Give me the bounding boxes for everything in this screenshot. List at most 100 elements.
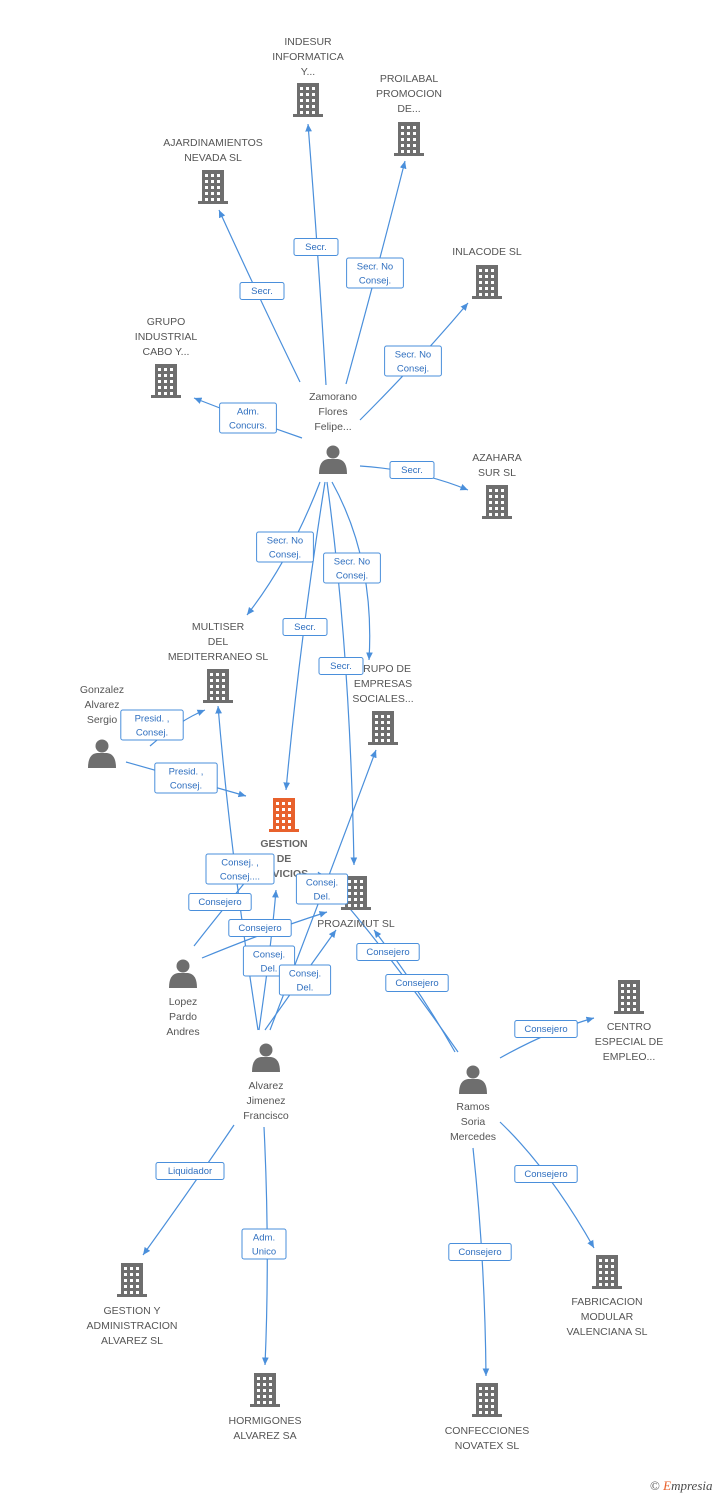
edge-label-box [356,943,420,961]
edge-label-text: Consejero [524,1024,567,1035]
edge-label-text: Consejero [198,897,241,908]
edge-label-text: Consejero [524,1169,567,1180]
person-icon [459,1065,487,1094]
edge-label-alvarez-to-multiser[interactable]: Consejero [188,893,252,911]
edge-label-text: Secr. No [267,536,303,547]
edge-alvarez-to-gestion_admin [142,1124,235,1256]
edge-label-box [154,762,218,794]
edge-label-zamorano-to-gestion_servicios[interactable]: Secr. [282,618,328,636]
node-label: INDUSTRIAL [135,331,198,343]
edge-label-ramos-to-centro_especial[interactable]: Consejero [514,1020,578,1038]
edge-label-alvarez-to-hormigones[interactable]: Adm. Unico [241,1228,287,1260]
edge-label-text: Consejero [395,978,438,989]
node-label: DEL [208,636,229,648]
edge-label-alvarez-to-proazimut[interactable]: Consej.Del. [278,964,332,996]
node-label: INLACODE SL [452,246,522,258]
edges-layer [125,123,595,1377]
edge-label-zamorano-to-indesur[interactable]: Secr. [293,238,339,256]
node-label: HORMIGONES [229,1415,302,1427]
node-label: PROAZIMUT SL [317,918,395,930]
node-label: FABRICACION [571,1296,642,1308]
edge-label-text: Consej. , [221,858,259,869]
node-zamorano[interactable]: ZamoranoFloresFelipe... [309,391,357,474]
edge-label-ramos-to-proazimut[interactable]: Consejero [385,974,449,992]
node-label: Flores [318,406,347,418]
edge-label-zamorano-to-multiser[interactable]: Secr. No Consej. [256,531,314,563]
edge-label-alvarez-to-gestion_admin[interactable]: Liquidador [155,1162,225,1180]
node-label: Gonzalez [80,684,124,696]
building-icon [614,980,644,1014]
building-icon [293,83,323,117]
edge-label-box [256,531,314,563]
edge-zamorano-to-gestion_servicios [283,481,326,791]
edge-label-ramos-to-fabricacion[interactable]: Consejero [514,1165,578,1183]
edge-label-text: Concurs. [229,421,267,432]
node-label: Felipe... [314,421,351,433]
edge-label-box [228,919,292,937]
node-inlacode[interactable]: INLACODE SL [452,246,522,299]
node-proazimut[interactable]: PROAZIMUT SL [317,876,395,930]
node-hormigones[interactable]: HORMIGONES ALVAREZ SA [229,1373,302,1442]
node-label: VALENCIANA SL [567,1326,648,1338]
edge-label-text: Unico [252,1247,276,1258]
edge-label-box [323,552,381,584]
building-icon [368,711,398,745]
edge-label-zamorano-to-azahara[interactable]: Secr. [389,461,435,479]
edge-label-box [384,345,442,377]
edge-label-alvarez-to-grupo_empresas[interactable]: Consej.Del. [295,873,349,905]
node-label: PROMOCION [376,88,442,100]
edge-label-text: Adm. [237,407,259,418]
edge-label-gonzalez-to-multiser[interactable]: Presid. ,Consej. [120,709,184,741]
node-label: ALVAREZ SL [101,1335,163,1347]
edge-label-text: Secr. [330,661,352,672]
building-icon [341,876,371,910]
edge-label-text: Consej. [336,571,368,582]
edge-label-text: Liquidador [168,1166,212,1177]
edge-label-text: Consej. [136,728,168,739]
edge-label-box [282,618,328,636]
node-label: ADMINISTRACION [86,1320,177,1332]
node-label: MEDITERRANEO SL [168,651,269,663]
node-grupo_empresas[interactable]: GRUPO DEEMPRESASSOCIALES... [352,663,414,745]
empresia-watermark[interactable]: © Empresia [650,1478,713,1494]
node-indesur[interactable]: INDESURINFORMATICAY... [272,36,344,117]
edge-label-text: Secr. No [395,350,431,361]
edge-label-ramos-to-gestion_servicios[interactable]: Consejero [356,943,420,961]
edge-label-text: Consej. [253,950,285,961]
node-label: ALVAREZ SA [233,1430,296,1442]
edge-label-text: Adm. [253,1233,275,1244]
building-icon [151,364,181,398]
edge-label-gonzalez-to-gestion_servicios[interactable]: Presid. ,Consej. [154,762,218,794]
edge-label-lopez-to-proazimut[interactable]: Consejero [228,919,292,937]
node-label: Soria [461,1116,486,1128]
edge-label-zamorano-to-grupo_industrial[interactable]: Adm. Concurs. [219,402,277,434]
building-icon [269,798,299,832]
edge-label-box [155,1162,225,1180]
building-icon [472,1383,502,1417]
edge-label-zamorano-to-proazimut[interactable]: Secr. [318,657,364,675]
edge-labels-layer: Secr. Secr. No Consej. Secr. Secr. No Consej.… [120,238,578,1261]
edge-label-ramos-to-confecciones[interactable]: Consejero [448,1243,512,1261]
edge-label-lopez-to-gestion_servicios[interactable]: Consej. ,Consej.... [205,853,275,885]
edge-label-text: Consej. [269,550,301,561]
edge-label-box [385,974,449,992]
edge-label-zamorano-to-ajardinamientos[interactable]: Secr. [239,282,285,300]
node-proilabal[interactable]: PROILABALPROMOCIONDE... [376,73,442,156]
edge-label-box [293,238,339,256]
